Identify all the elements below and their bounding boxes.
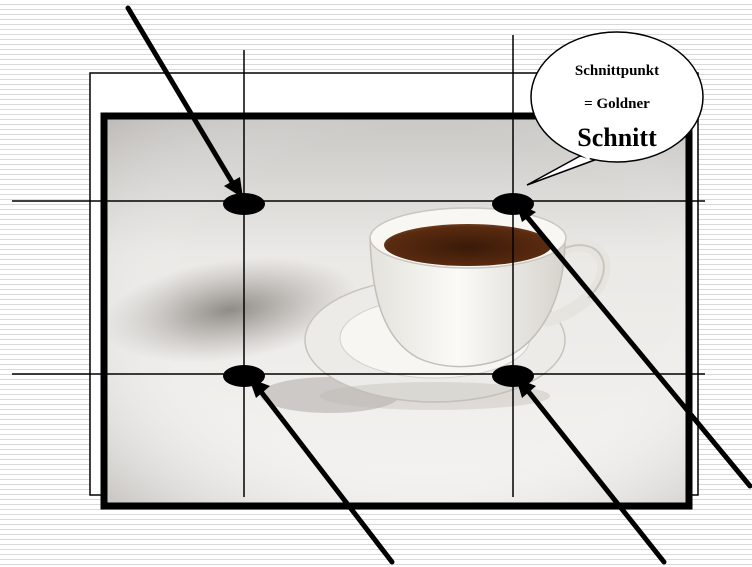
arrows [125, 5, 752, 565]
arrow-top-right [525, 215, 752, 489]
intersection-point-top-left [223, 193, 265, 215]
intersection-point-bottom-right [492, 365, 534, 387]
intersection-points [223, 193, 534, 387]
speech-bubble [526, 31, 704, 186]
arrow-bottom-right [525, 388, 667, 565]
callout-line-1: Schnittpunkt [574, 63, 660, 79]
callout-line-2: = Goldner [584, 96, 650, 112]
grid-lines [12, 35, 705, 497]
photo-frame [100, 112, 693, 510]
arrow-top-left [125, 5, 235, 185]
arrow-bottom-left [259, 390, 395, 565]
callout-line-3: Schnitt [577, 123, 657, 152]
intersection-point-bottom-left [223, 365, 265, 387]
intersection-point-top-right [492, 193, 534, 215]
coffee-photo [100, 112, 693, 510]
